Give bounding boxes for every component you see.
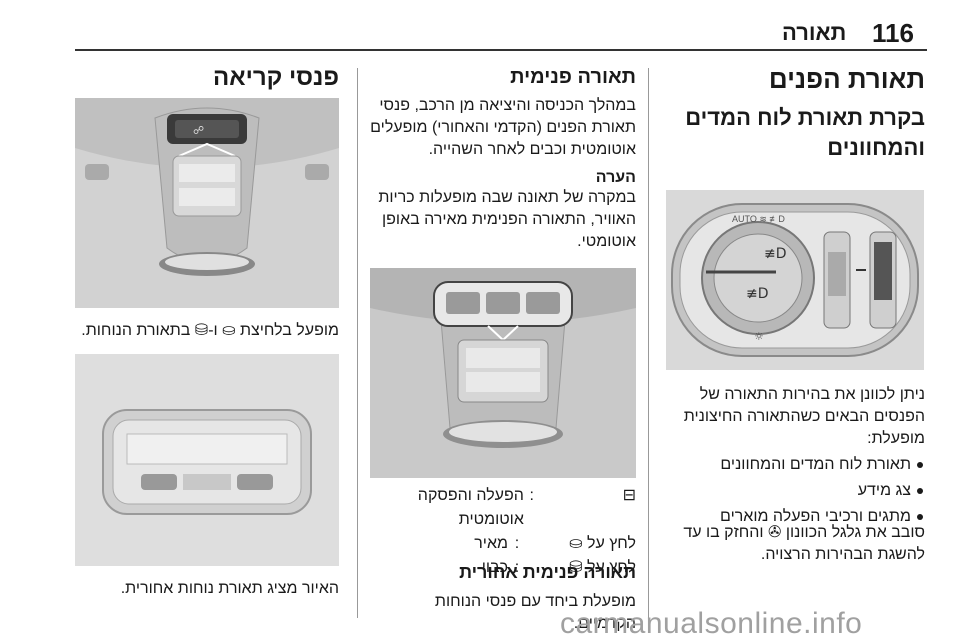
legend-value: הפעלה והפסקה אוטומטית bbox=[417, 487, 524, 528]
svg-text:☼: ☼ bbox=[754, 330, 764, 343]
dimmer-footer: סובב את גלגל הכוונון ✇ והחזק בו עד להשגת… bbox=[665, 522, 925, 566]
column-separator bbox=[357, 68, 358, 618]
bullet-dot bbox=[917, 487, 923, 494]
legend-row: לחץ על ⛁ : כבוי bbox=[370, 556, 636, 580]
section-title: תאורת הפנים bbox=[768, 64, 925, 94]
svg-text:≢D: ≢D bbox=[764, 246, 787, 262]
legend-colon: : bbox=[529, 487, 534, 504]
svg-text:AUTO ≋ ≢D: AUTO ≋ ≢D bbox=[732, 214, 785, 224]
body-line: ניתן לכוונן את בהירות התאורה של bbox=[699, 386, 925, 403]
column-separator bbox=[648, 68, 649, 618]
right-column: תאורת הפנים בקרת תאורת לוח המדים והמחוונ… bbox=[665, 64, 925, 163]
rear-interior-section: תאורה פנימית אחורית מופעלת ביחד עם פנסי … bbox=[370, 562, 636, 635]
legend-colon: : bbox=[514, 559, 520, 576]
legend-value: מאיר bbox=[474, 535, 508, 552]
legend-key: לחץ על ⛁ bbox=[569, 559, 636, 576]
subsection-title: תאורה פנימית אחורית bbox=[459, 562, 636, 582]
body-line: תאורת הפנים (הקדמי והאחורי) מופעלים bbox=[370, 119, 636, 136]
rear-lamp-caption: האיור מציג תאורת נוחות אחורית. bbox=[75, 578, 339, 600]
running-header: תאורה bbox=[782, 20, 847, 45]
bullet-dot bbox=[917, 461, 923, 468]
section-title: פנסי קריאה bbox=[212, 64, 339, 91]
legend-key: לחץ על ⛀ bbox=[569, 535, 636, 552]
reading-lamp-illustration: ☍ bbox=[75, 98, 339, 308]
body-line: במהלך הכניסה והיציאה מן הרכב, פנסי bbox=[379, 97, 636, 114]
note-line: במקרה של תאונה שבה מופעלות כריות bbox=[378, 189, 636, 206]
front-lamp-illustration bbox=[370, 268, 636, 478]
light-switch-figure: AUTO ≋ ≢D ≢D ≢D ☼ bbox=[666, 190, 924, 370]
svg-text:☍: ☍ bbox=[193, 124, 204, 137]
bullet-item: תאורת לוח המדים והמחוונים bbox=[665, 452, 923, 478]
caption-line: האיור מציג תאורת נוחות אחורית. bbox=[120, 580, 339, 597]
rear-lamp-illustration bbox=[75, 354, 339, 566]
section-title: תאורה פנימית bbox=[510, 66, 636, 88]
legend-value: כבוי bbox=[481, 559, 508, 576]
left-column: פנסי קריאה bbox=[75, 64, 339, 92]
rear-lamp-figure bbox=[75, 354, 339, 566]
legend-colon: : bbox=[514, 535, 520, 552]
page-number: 116 bbox=[872, 18, 914, 48]
body-line: מופעלת: bbox=[867, 430, 925, 447]
bullet-item: מתגים ורכיבי הפעלה מוארים bbox=[665, 504, 923, 530]
note-line: האוויר, התאורה הפנימית מאירה באופן bbox=[382, 211, 636, 228]
legend-key: ⊟ bbox=[622, 487, 636, 504]
body-line: להשגת הבהירות הרצויה. bbox=[760, 546, 925, 563]
middle-column: תאורה פנימית במהלך הכניסה והיציאה מן הרכ… bbox=[370, 66, 636, 284]
header-rule bbox=[75, 49, 927, 51]
front-lamp-figure bbox=[370, 268, 636, 478]
reading-lamp-figure: ☍ bbox=[75, 98, 339, 308]
caption-line: מופעל בלחיצת ⛀ ו-⛁ בתאורת הנוחות. bbox=[81, 322, 339, 339]
body-line: מופעלת ביחד עם פנסי הנוחות הקדמיים. bbox=[434, 593, 636, 632]
front-lamp-legend: ⊟ : הפעלה והפסקה אוטומטית לחץ על ⛀ : מאי… bbox=[370, 484, 636, 580]
watermark: carmanualsonline.info bbox=[560, 607, 863, 640]
dimmer-bullet-list: תאורת לוח המדים והמחוונים צג מידע מתגים … bbox=[665, 452, 923, 530]
body-line: אוטומטית וכבים לאחר השהייה. bbox=[428, 141, 636, 158]
note-heading: הערה bbox=[595, 169, 636, 186]
reading-lamp-caption: מופעל בלחיצת ⛀ ו-⛁ בתאורת הנוחות. bbox=[75, 320, 339, 342]
dimmer-intro: ניתן לכוונן את בהירות התאורה של הפנסים ה… bbox=[665, 384, 925, 450]
legend-row: לחץ על ⛀ : מאיר bbox=[370, 532, 636, 556]
note-line: אוטומטי. bbox=[577, 233, 636, 250]
body-line: הפנסים הבאים כשהתאורה החיצונית bbox=[683, 408, 925, 425]
body-line: סובב את גלגל הכוונון ✇ והחזק בו עד bbox=[683, 524, 925, 541]
subsection-title-cont: והמחוונים bbox=[827, 135, 925, 160]
light-switch-illustration: AUTO ≋ ≢D ≢D ≢D ☼ bbox=[666, 190, 924, 370]
bullet-item: צג מידע bbox=[665, 478, 923, 504]
svg-text:≢D: ≢D bbox=[746, 286, 769, 302]
legend-row: ⊟ : הפעלה והפסקה אוטומטית bbox=[370, 484, 636, 532]
bullet-dot bbox=[917, 513, 923, 520]
subsection-title: בקרת תאורת לוח המדים bbox=[685, 105, 925, 130]
